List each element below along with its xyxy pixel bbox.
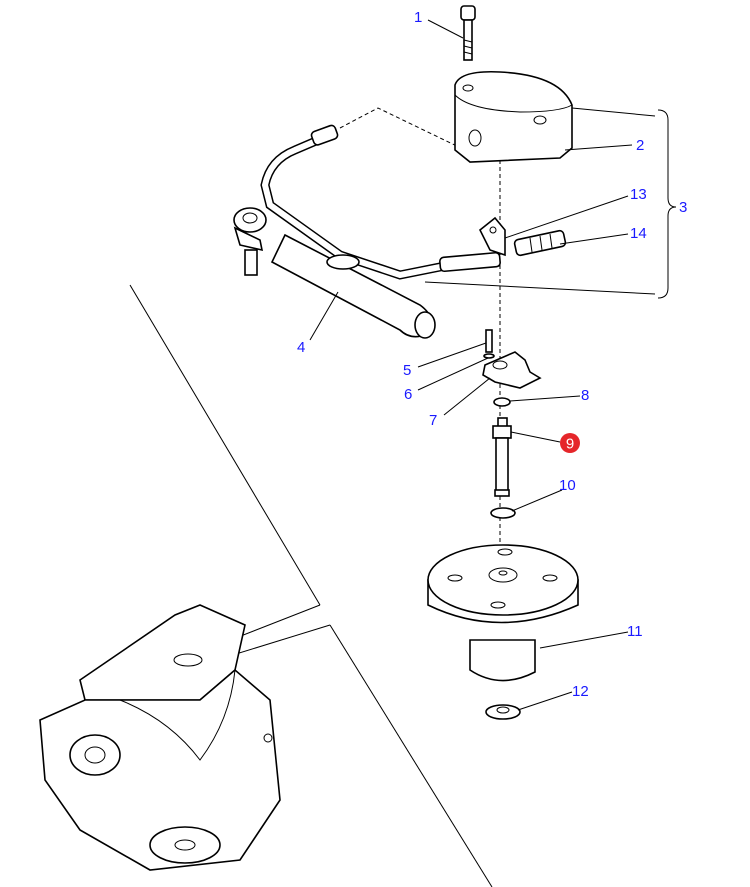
group-brace <box>657 109 677 299</box>
steering-knuckle <box>39 604 281 871</box>
section-line <box>329 624 493 887</box>
callout-9[interactable]: 9 <box>566 436 574 453</box>
part-2-block[interactable] <box>454 70 573 163</box>
assembly-axis <box>339 107 466 151</box>
part-5-screw[interactable] <box>485 329 493 353</box>
part-12-seal[interactable] <box>485 704 521 720</box>
callout-13[interactable]: 13 <box>630 186 647 203</box>
part-14-connector[interactable] <box>513 229 567 257</box>
part-11-flange[interactable] <box>427 544 579 682</box>
callout-10[interactable]: 10 <box>559 477 576 494</box>
callout-2[interactable]: 2 <box>636 137 644 154</box>
part-1-bolt[interactable] <box>460 5 476 61</box>
callout-11[interactable]: 11 <box>627 623 643 640</box>
highlight-circle <box>560 433 580 453</box>
callout-5[interactable]: 5 <box>403 362 411 379</box>
callout-4[interactable]: 4 <box>297 339 305 356</box>
tie-rod-end <box>233 207 267 276</box>
part-6-washer[interactable] <box>483 353 495 359</box>
part-8-o-ring[interactable] <box>493 397 511 407</box>
callout-7[interactable]: 7 <box>429 412 437 429</box>
callout-12[interactable]: 12 <box>572 683 589 700</box>
section-line <box>129 284 321 606</box>
part-4-pipe[interactable] <box>260 124 501 339</box>
part-9-shaft[interactable] <box>492 417 512 497</box>
callout-14[interactable]: 14 <box>630 225 647 242</box>
callout-6[interactable]: 6 <box>404 386 412 403</box>
callout-9-highlight[interactable]: 9 <box>560 433 580 453</box>
callout-1[interactable]: 1 <box>414 9 422 26</box>
part-7-sensor[interactable] <box>482 351 542 389</box>
part-10-o-ring[interactable] <box>490 507 516 519</box>
callout-8[interactable]: 8 <box>581 387 589 404</box>
part-13-bracket[interactable] <box>478 216 506 257</box>
callout-3[interactable]: 3 <box>679 199 687 216</box>
